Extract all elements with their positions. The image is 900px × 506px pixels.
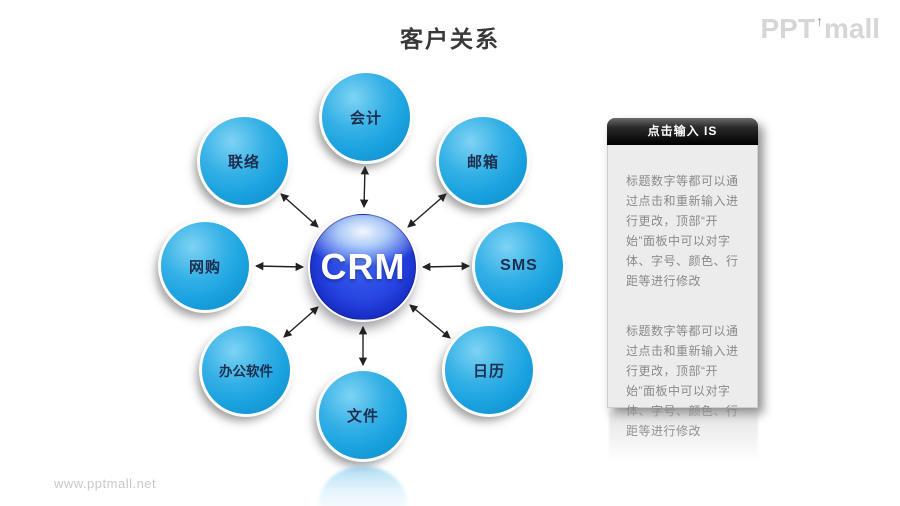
panel-paragraph-1: 标题数字等都可以通过点击和重新输入进行更改，顶部“开始”面板中可以对字体、字号、… xyxy=(626,174,739,288)
node-circle-contacts: 联络 xyxy=(200,117,288,205)
node-circle-calendar: 日历 xyxy=(445,326,533,414)
node-circle-office-software: 办公软件 xyxy=(202,326,290,414)
node-label: SMS xyxy=(500,257,538,274)
double-arrow-top-left xyxy=(280,193,319,228)
watermark: www.pptmall.net xyxy=(54,476,157,491)
double-arrow-bottom-left xyxy=(283,306,319,338)
panel-paragraph-2: 标题数字等都可以通过点击和重新输入进行更改，顶部“开始”面板中可以对字体、字号、… xyxy=(626,324,739,438)
node-label: 文件 xyxy=(346,407,379,425)
pptmall-logo: PPT↑mall xyxy=(761,13,881,45)
page-title: 客户关系 xyxy=(400,26,500,52)
node-label: 邮箱 xyxy=(466,153,499,171)
panel-header: 点击输入 IS xyxy=(607,118,758,145)
double-arrow-top xyxy=(359,165,370,209)
node-label: 办公软件 xyxy=(219,364,273,379)
double-arrow-right xyxy=(421,261,471,272)
double-arrow-bottom-right xyxy=(409,304,451,339)
node-circle-accounting: 会计 xyxy=(322,73,410,161)
node-circle-sms: SMS xyxy=(475,222,563,310)
circle-reflection xyxy=(319,466,407,506)
logo-text-ppt: PPT xyxy=(760,13,815,44)
node-circle-files: 文件 xyxy=(319,371,407,459)
double-arrow-top-right xyxy=(407,193,447,228)
double-arrow-left xyxy=(254,261,305,272)
panel-body: 标题数字等都可以通过点击和重新输入进行更改，顶部“开始”面板中可以对字体、字号、… xyxy=(607,145,758,438)
crm-label: CRM xyxy=(320,246,406,287)
up-arrow-icon: ↑ xyxy=(815,13,823,29)
node-label: 会计 xyxy=(349,109,382,127)
node-circle-email: 邮箱 xyxy=(439,117,527,205)
crm-center-sphere: CRM xyxy=(310,214,416,320)
text-panel: 点击输入 IS 标题数字等都可以通过点击和重新输入进行更改，顶部“开始”面板中可… xyxy=(607,118,758,438)
node-label: 联络 xyxy=(227,153,260,171)
node-label: 日历 xyxy=(472,362,505,380)
node-circle-online-shopping: 网购 xyxy=(161,222,249,310)
panel-header-label: 点击输入 IS xyxy=(647,124,718,138)
logo-text-mall: mall xyxy=(823,13,880,44)
panel-reflection xyxy=(609,412,758,470)
node-label: 网购 xyxy=(188,258,221,276)
